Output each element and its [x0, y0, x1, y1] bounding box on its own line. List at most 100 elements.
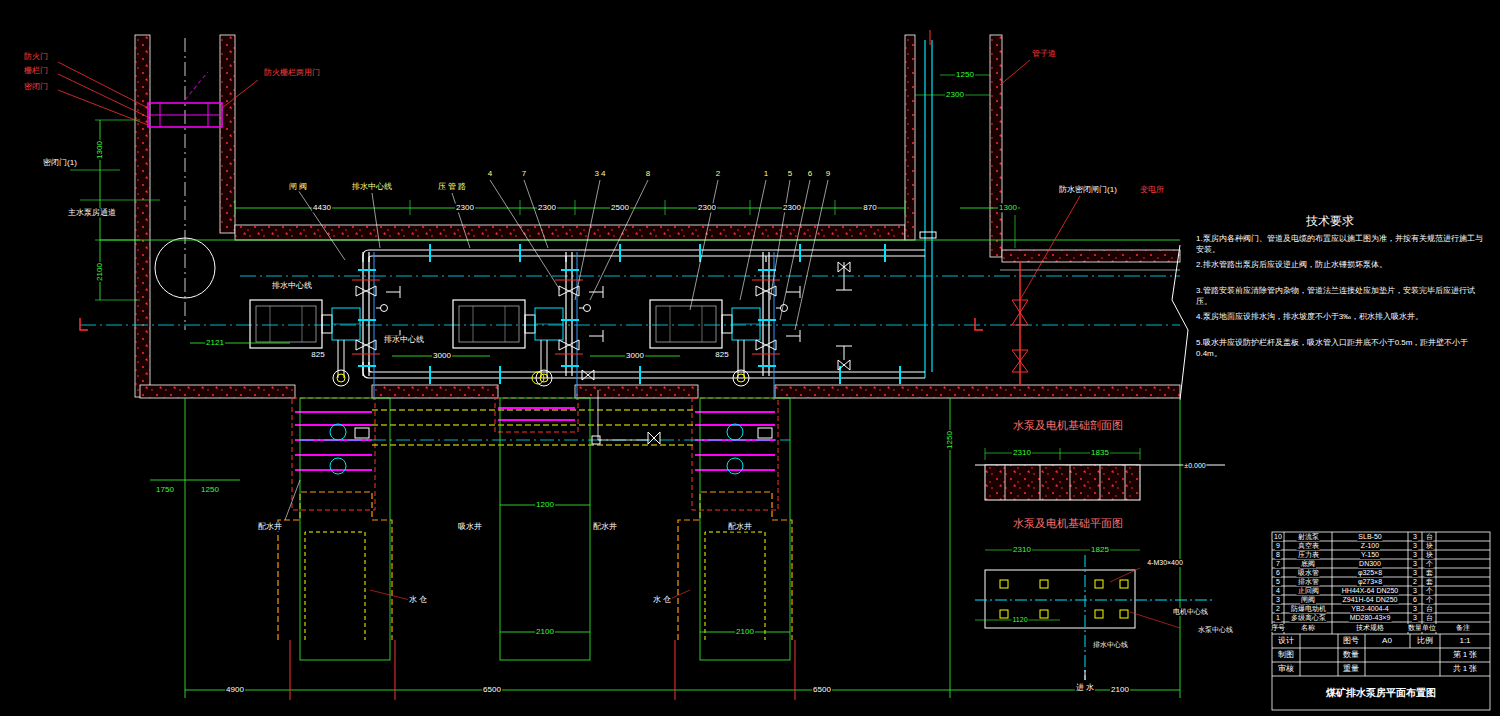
table-cell: 3	[1412, 568, 1418, 576]
centerline-label: 电机中心线	[1172, 608, 1209, 616]
table-cell: 真空表	[1297, 541, 1320, 549]
elevation-text: ±0.000	[1183, 462, 1206, 470]
table-cell: 套	[1425, 568, 1434, 576]
part-label: 防水密闭闸门(1)	[1058, 185, 1118, 194]
table-cell: 台	[1425, 532, 1434, 540]
dimension-text: 1300	[998, 203, 1018, 212]
part-label: 排水中心线	[351, 182, 393, 191]
centerline-label: 排水中心线	[1092, 641, 1129, 649]
callout-number: 4	[487, 169, 493, 178]
view-title: 水泵及电机基础平面图	[1012, 517, 1124, 530]
table-cell: 7	[1275, 559, 1281, 567]
table-header: 单位	[1421, 624, 1437, 632]
title-block-text: 设计	[1277, 636, 1295, 645]
dimension-text: 2300	[697, 203, 717, 212]
table-cell: 3	[1412, 613, 1418, 621]
table-cell: 台	[1425, 613, 1434, 621]
table-header: 序号	[1270, 624, 1286, 632]
table-cell: 3	[1412, 550, 1418, 558]
part-label: 水 仓	[652, 595, 672, 604]
dimension-text: 825	[714, 350, 729, 359]
callout-text: 防火门	[23, 52, 49, 61]
part-label: 主水泵房通道	[67, 208, 117, 217]
part-label: 闸 阀	[288, 182, 308, 191]
part-label: 管子道	[1031, 49, 1057, 58]
table-cell: Z-100	[1360, 541, 1380, 549]
dimension-text: 1825	[1090, 545, 1110, 554]
table-header: 技术规格	[1355, 624, 1385, 632]
part-label: 配水井	[592, 522, 618, 531]
table-cell: φ325×8	[1357, 568, 1383, 576]
table-cell: SLB-50	[1357, 532, 1382, 540]
title-block-text: 制图	[1277, 650, 1295, 659]
table-cell: MD280-43×9	[1349, 613, 1392, 621]
dimension-text: 3000	[432, 351, 452, 360]
table-cell: 射流泵	[1297, 532, 1320, 540]
dimension-text: 1250	[955, 70, 975, 79]
dimension-text: 2300	[455, 203, 475, 212]
centerline-label: 水泵中心线	[1197, 626, 1234, 634]
title-block-text: 重量	[1342, 664, 1360, 673]
table-cell: 个	[1425, 586, 1434, 594]
callout-number: 5	[787, 169, 793, 178]
table-cell: 6	[1275, 568, 1281, 576]
callout-number: 6	[807, 169, 813, 178]
title-block-text: 共 1 张	[1452, 664, 1479, 673]
dimension-text: 1120	[1011, 616, 1028, 624]
dimension-text: 6500	[812, 685, 832, 694]
part-label: 压 管 路	[437, 182, 467, 191]
part-label: 变电所	[1139, 185, 1165, 194]
dimension-text: 1300	[95, 140, 104, 160]
table-cell: 套	[1425, 577, 1434, 585]
note-text: 1.泵房内各种阀门、管道及电缆的布置应以施工图为准，并按有关规范进行施工与安装。	[1195, 234, 1487, 256]
title-block-text: 第 1 张	[1452, 650, 1479, 659]
table-cell: 多级离心泵	[1290, 613, 1327, 621]
table-cell: 块	[1425, 550, 1434, 558]
dimension-text: 6500	[482, 685, 502, 694]
table-cell: 个	[1425, 595, 1434, 603]
table-cell: Z941H-64 DN250	[1342, 595, 1399, 603]
dimension-text: 1835	[1090, 448, 1110, 457]
title-block-text: 比例	[1416, 636, 1434, 645]
table-cell: 9	[1275, 541, 1281, 549]
table-cell: 3	[1412, 586, 1418, 594]
callout-number: 1	[763, 169, 769, 178]
title-block-text: 图号	[1342, 636, 1360, 645]
view-title: 水泵及电机基础剖面图	[1012, 419, 1124, 432]
table-cell: 台	[1425, 604, 1434, 612]
table-cell: 4	[1275, 586, 1281, 594]
centerline-label: 排水中心线	[271, 281, 313, 290]
dimension-text: 2310	[1012, 545, 1032, 554]
table-cell: 1	[1275, 613, 1281, 621]
table-cell: 止回阀	[1297, 586, 1320, 594]
part-label: 密闭门(1)	[42, 158, 78, 167]
part-label: 4-M30×400	[1146, 559, 1184, 567]
table-cell: DN300	[1358, 559, 1382, 567]
dimension-text: 2100	[1110, 685, 1130, 694]
dimension-text: 4900	[225, 685, 245, 694]
callout-text: 密闭门	[23, 82, 49, 91]
callout-number: 9	[825, 169, 831, 178]
table-cell: 3	[1412, 604, 1418, 612]
dimension-text: 1250	[945, 430, 954, 450]
table-cell: 个	[1425, 559, 1434, 567]
table-cell: 底阀	[1300, 559, 1316, 567]
table-cell: 5	[1275, 577, 1281, 585]
dimension-text: 1200	[535, 500, 555, 509]
table-cell: 3	[1412, 532, 1418, 540]
table-header: 备注	[1455, 624, 1471, 632]
centerline-label: 排水中心线	[383, 335, 425, 344]
dimension-text: 2100	[95, 262, 104, 282]
table-cell: 8	[1275, 550, 1281, 558]
drawing-title: 煤矿排水泵房平面布置图	[1324, 686, 1438, 700]
note-text: 5.吸水井应设防护栏杆及盖板，吸水管入口距井底不小于0.5m，距井壁不小于0.4…	[1195, 338, 1487, 360]
dimension-text: 2121	[205, 338, 225, 347]
callout-text: 防火栅栏两用门	[263, 68, 321, 77]
dimension-text: 3000	[625, 351, 645, 360]
part-label: 配水井	[257, 522, 283, 531]
dimension-text: 4430	[312, 203, 332, 212]
table-cell: 3	[1412, 559, 1418, 567]
table-cell: 2	[1412, 577, 1418, 585]
table-cell: 排水管	[1297, 577, 1320, 585]
dimension-text: 825	[310, 350, 325, 359]
